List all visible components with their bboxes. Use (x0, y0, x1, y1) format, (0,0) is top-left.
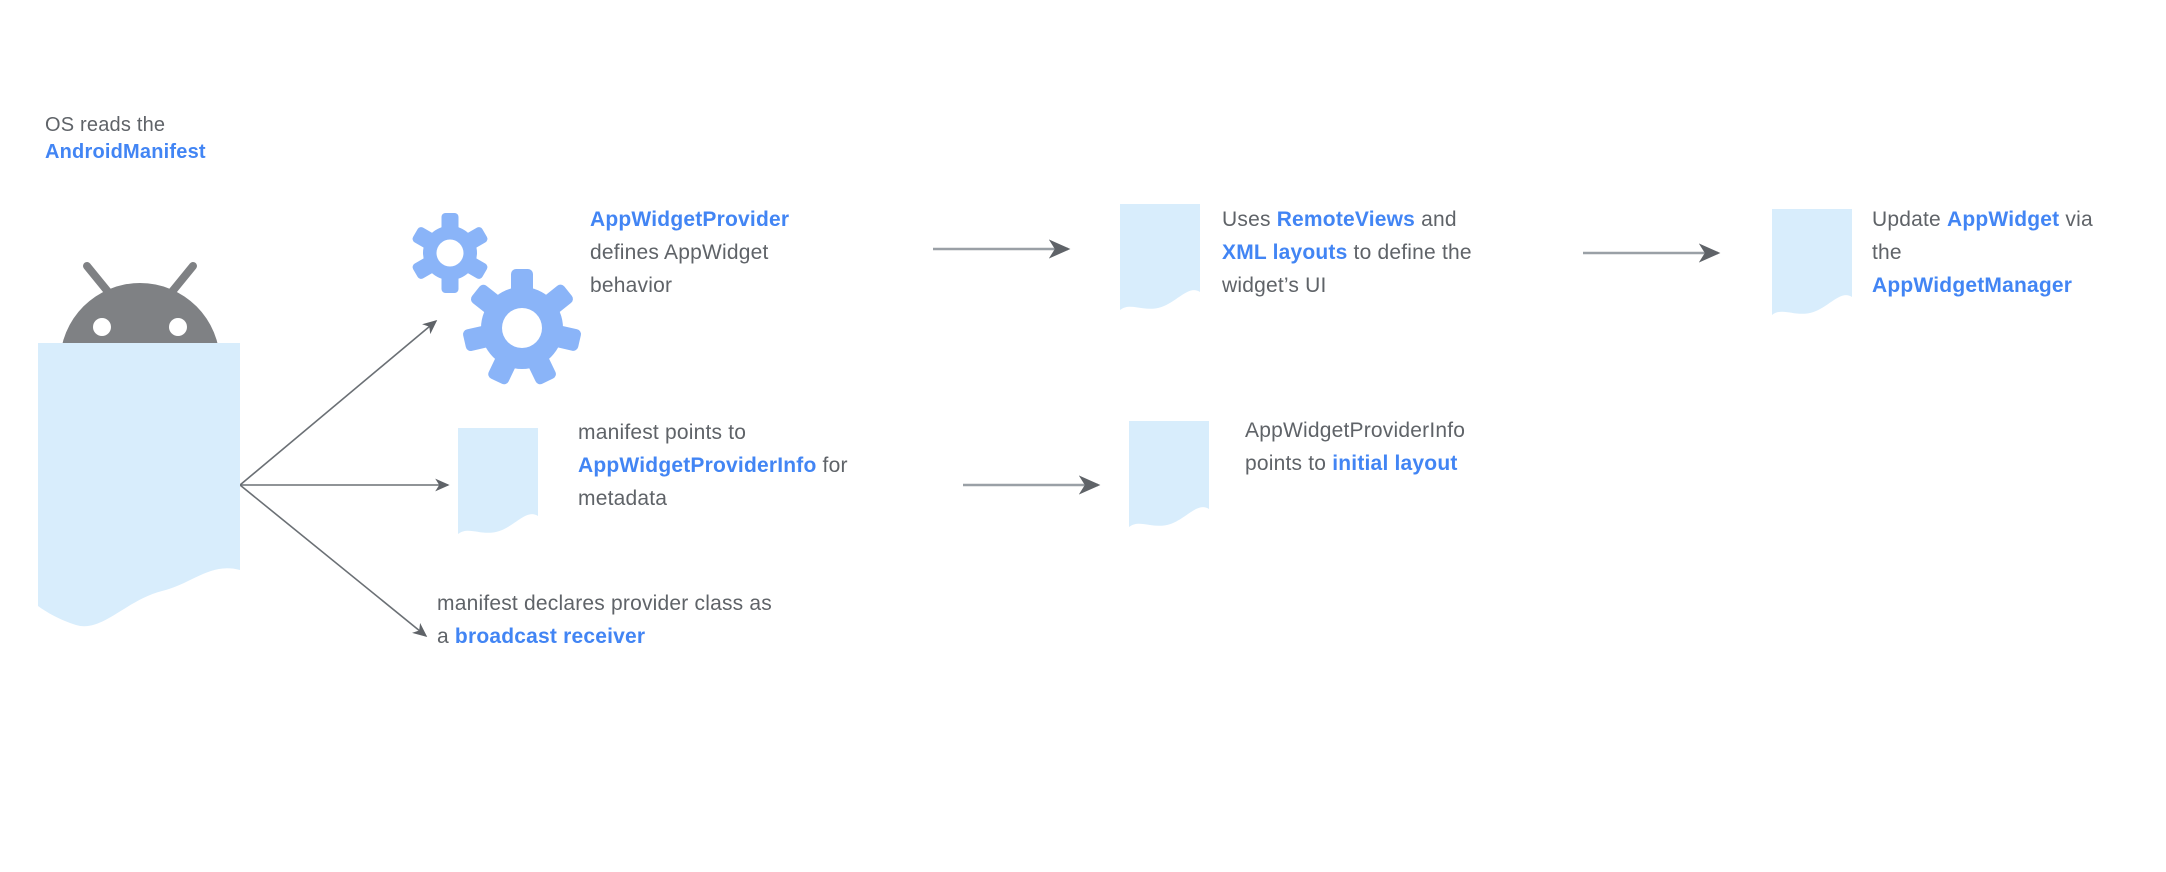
a-text: a (437, 625, 455, 648)
via-text: via (2059, 208, 2093, 231)
gears-icon (412, 213, 581, 385)
to-define-text: to define the (1347, 241, 1472, 264)
manifest-declares-text: manifest declares provider class as (437, 592, 772, 615)
providerinfo-label: manifest points to AppWidgetProviderInfo… (578, 416, 958, 515)
for-text: for (816, 454, 848, 477)
gear-small (412, 213, 488, 293)
appwidgetmanager-link-text: AppWidgetManager (1872, 274, 2073, 297)
xml-layouts-link-text: XML layouts (1222, 241, 1348, 264)
document-icon-providerinfo (458, 428, 538, 534)
fan-arrows (239, 319, 450, 638)
the-text: the (1872, 241, 1902, 264)
remoteviews-link-text: RemoteViews (1276, 208, 1416, 231)
metadata-text: metadata (578, 487, 668, 510)
android-manifest-group (38, 262, 240, 627)
os-reads-text: OS reads the (45, 114, 166, 136)
broadcast-receiver-link-text: broadcast receiver (454, 625, 646, 648)
arrow-manifest-to-gears (239, 319, 438, 486)
remoteviews-label: Uses RemoteViews and XML layouts to defi… (1222, 203, 1582, 302)
androidmanifest-link-text: AndroidManifest (45, 141, 206, 163)
document-icon-remoteviews (1120, 204, 1200, 310)
points-to-text: points to (1245, 452, 1333, 475)
os-reads-label: OS reads the AndroidManifest (45, 112, 325, 166)
provider-line2: defines AppWidget (590, 241, 769, 264)
manifest-document-icon (38, 343, 240, 627)
initial-layout-link-text: initial layout (1332, 452, 1458, 475)
widgets-ui-text: widget’s UI (1222, 274, 1327, 297)
initial-layout-label: AppWidgetProviderInfo points to initial … (1245, 414, 1605, 480)
providerinfo-text: AppWidgetProviderInfo (1245, 419, 1466, 442)
arrow-manifest-to-broadcast (239, 484, 428, 638)
appwidgetprovider-link-text: AppWidgetProvider (590, 208, 790, 231)
and-text: and (1415, 208, 1457, 231)
provider-label: AppWidgetProvider defines AppWidget beha… (590, 203, 920, 302)
flow-arrows (933, 239, 1721, 495)
update-text: Update (1872, 208, 1947, 231)
manifest-points-text: manifest points to (578, 421, 747, 444)
gear-large (463, 269, 581, 385)
document-icon-initial-layout (1129, 421, 1209, 527)
appwidget-link-text: AppWidget (1946, 208, 2060, 231)
update-label: Update AppWidget via the AppWidgetManage… (1872, 203, 2166, 302)
uses-text: Uses (1222, 208, 1277, 231)
provider-line3: behavior (590, 274, 673, 297)
broadcast-label: manifest declares provider class as a br… (437, 587, 857, 653)
appwidgetproviderinfo-link-text: AppWidgetProviderInfo (578, 454, 817, 477)
document-icon-appwidgetmanager (1772, 209, 1852, 315)
